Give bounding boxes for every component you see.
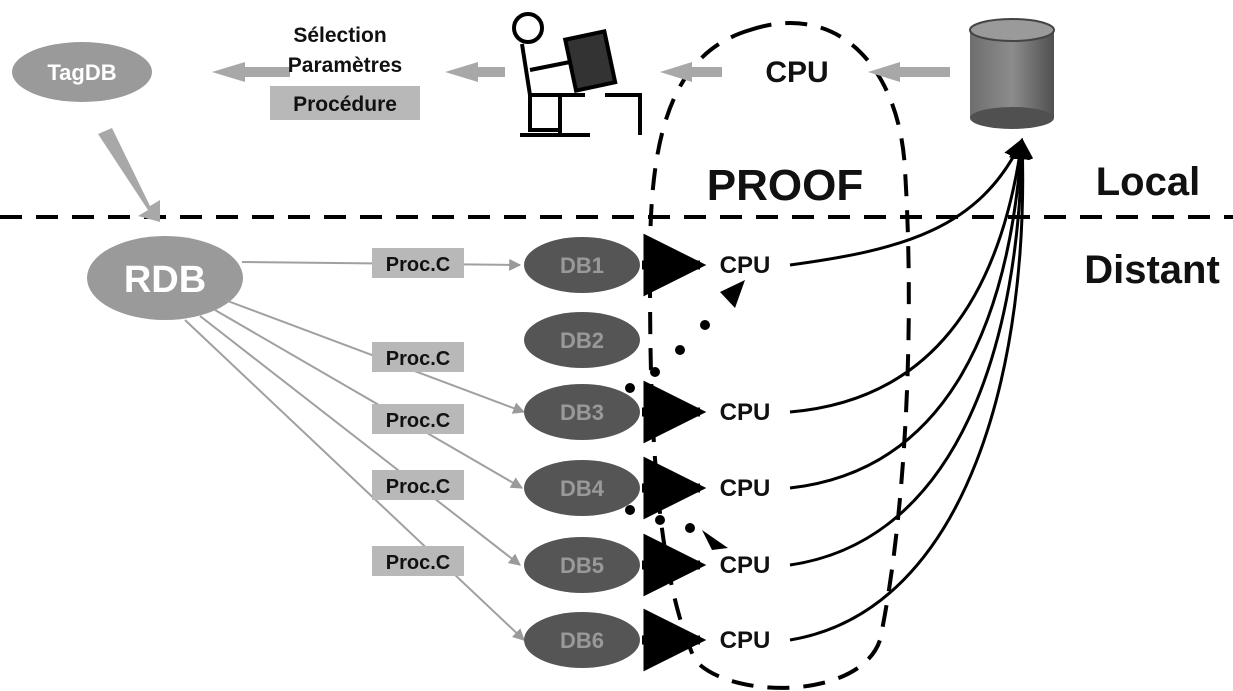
db-node-3: DB3: [524, 384, 640, 440]
proc-c-box: [372, 342, 464, 372]
svg-text:Proc.C: Proc.C: [386, 410, 450, 432]
proof-label: PROOF: [707, 161, 863, 210]
db-node-4: DB4: [524, 460, 640, 516]
procedure-menu: Sélection Paramètres Procédure: [270, 24, 420, 120]
db-to-cpu-arrows: [642, 233, 707, 672]
proc-c-box: [372, 546, 464, 576]
cpu-5: CPU: [720, 552, 771, 579]
svg-text:Proc.C: Proc.C: [386, 476, 450, 498]
cpu-labels: CPU CPU CPU CPU CPU: [720, 252, 771, 654]
cpu-1: CPU: [720, 252, 771, 279]
svg-text:RDB: RDB: [124, 259, 206, 301]
dotted-migration-arrows: [625, 280, 745, 550]
db-node-1: DB1: [524, 237, 640, 293]
svg-text:DB6: DB6: [560, 628, 604, 653]
distant-zone-label: Distant: [1084, 248, 1220, 292]
db-node-5: DB5: [524, 537, 640, 593]
cpu-4: CPU: [720, 475, 771, 502]
svg-text:Proc.C: Proc.C: [386, 348, 450, 370]
menu-parametres: Paramètres: [288, 54, 402, 77]
person-at-computer-icon: [512, 12, 642, 137]
svg-text:DB1: DB1: [560, 253, 604, 278]
cpu-to-database-links: [789, 137, 1034, 642]
svg-text:TagDB: TagDB: [47, 60, 116, 85]
proof-boundary: [647, 21, 911, 690]
top-flow-arrows: [98, 62, 950, 222]
svg-text:Proc.C: Proc.C: [386, 552, 450, 574]
svg-text:DB3: DB3: [560, 400, 604, 425]
menu-selection: Sélection: [293, 24, 386, 47]
cpu-6: CPU: [720, 627, 771, 654]
svg-text:DB2: DB2: [560, 328, 604, 353]
rdb-node: RDB: [87, 236, 243, 320]
db-node-6: DB6: [524, 612, 640, 668]
cpu-3: CPU: [720, 399, 771, 426]
local-zone-label: Local: [1096, 160, 1200, 204]
svg-text:DB5: DB5: [560, 553, 604, 578]
rdb-links: [184, 258, 526, 641]
database-cylinder-icon: [969, 18, 1055, 129]
svg-text:DB4: DB4: [560, 476, 605, 501]
top-cpu-label: CPU: [765, 56, 828, 89]
db-node-2: DB2: [524, 312, 640, 368]
proc-c-labels: Proc.C Proc.C Proc.C Proc.C Proc.C: [372, 248, 464, 576]
menu-procedure: Procédure: [293, 93, 397, 116]
proc-c-box: [372, 470, 464, 500]
svg-text:Proc.C: Proc.C: [386, 254, 450, 276]
db-nodes: DB1 DB2 DB3 DB4 DB5 DB6: [524, 237, 640, 668]
tagdb-node: TagDB: [12, 42, 152, 102]
proc-c-box: [372, 248, 464, 278]
proc-c-box: [372, 404, 464, 434]
